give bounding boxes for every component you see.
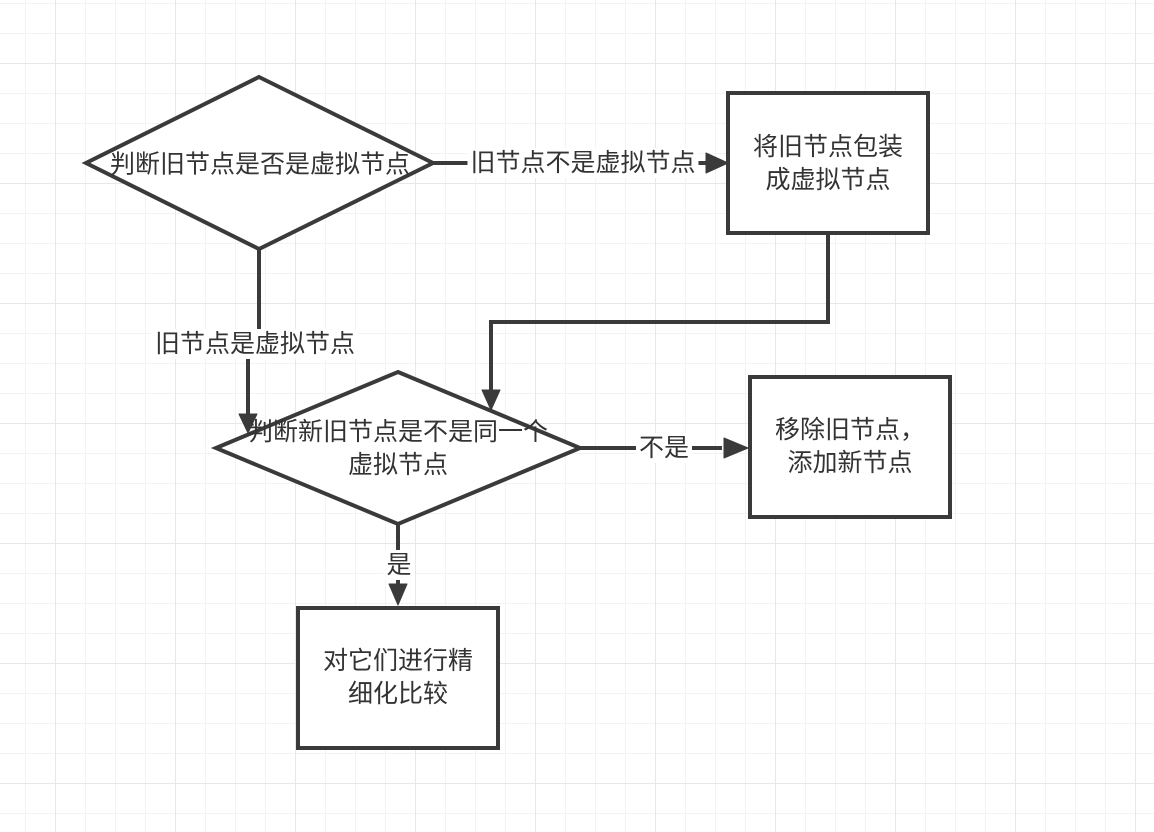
node-label-line: 成虚拟节点 <box>765 166 891 194</box>
arrowhead-icon <box>481 389 501 411</box>
edge-label-old-is-vnode[interactable]: 旧节点是虚拟节点 <box>151 329 359 359</box>
node-label-wrap-old-node[interactable]: 将旧节点包装 成虚拟节点 <box>753 131 903 197</box>
node-label-line: 虚拟节点 <box>347 451 449 479</box>
rect-fine-compare[interactable] <box>296 606 500 750</box>
rect-remove-add-node[interactable] <box>748 375 952 519</box>
edge-label-old-not-vnode[interactable]: 旧节点不是虚拟节点 <box>467 148 699 178</box>
arrowhead-icon <box>388 583 408 606</box>
node-label-fine-compare[interactable]: 对它们进行精 细化比较 <box>323 645 473 711</box>
arrowhead-icon <box>723 437 749 459</box>
node-label-check-old-vnode[interactable]: 判断旧节点是否是虚拟节点 <box>109 150 411 179</box>
node-label-line: 细化比较 <box>347 680 449 708</box>
edge-wrap-to-check-same-line[interactable] <box>489 233 830 391</box>
rect-wrap-old-node[interactable] <box>726 91 930 235</box>
node-label-line: 判断新旧节点是不是同一个 <box>247 418 549 446</box>
node-label-check-same-vnode[interactable]: 判断新旧节点是不是同一个 虚拟节点 <box>248 416 548 482</box>
node-label-remove-add-node[interactable]: 移除旧节点， 添加新节点 <box>775 414 925 480</box>
node-label-line: 将旧节点包装 <box>752 133 904 161</box>
edge-label-not-same[interactable]: 不是 <box>635 433 693 463</box>
node-label-line: 添加新节点 <box>787 449 913 477</box>
edge-label-same[interactable]: 是 <box>383 550 415 580</box>
diamond-check-old-vnode[interactable] <box>81 74 438 252</box>
node-label-line: 移除旧节点， <box>774 416 926 444</box>
arrowhead-icon <box>238 413 258 434</box>
arrowhead-icon <box>705 152 729 174</box>
node-label-line: 对它们进行精 <box>322 647 474 675</box>
diamond-check-same-vnode[interactable] <box>210 369 586 527</box>
edge-wrap-to-check-same[interactable] <box>481 233 830 411</box>
